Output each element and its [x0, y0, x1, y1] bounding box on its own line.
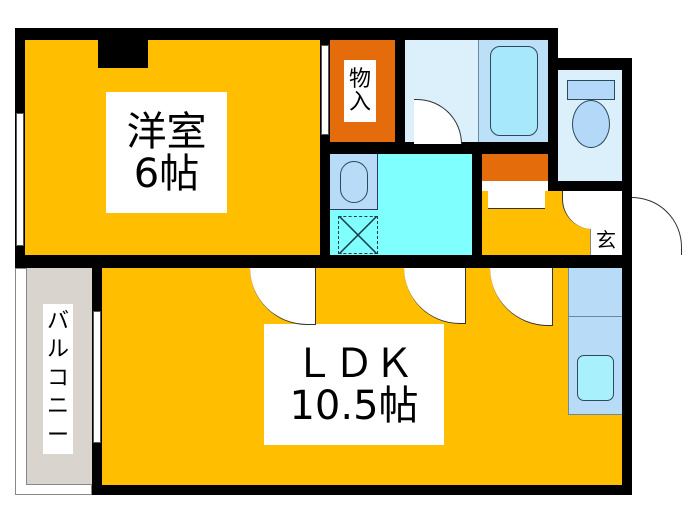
balcony-label: バ ル コ ニ ー [43, 304, 73, 454]
ldk-label: ＬＤＫ 10.5帖 [264, 324, 444, 445]
wall-right-toilet [622, 58, 632, 493]
washroom-door-swing[interactable] [404, 268, 466, 324]
balcony-char-1: バ [46, 308, 69, 334]
bathtub [490, 46, 538, 136]
wall-top-main [15, 28, 558, 40]
wall-bath-right [548, 28, 558, 193]
front-door-swing[interactable] [632, 197, 682, 255]
wall-toilet-bottom [548, 181, 632, 191]
shoe-closet-doors[interactable] [488, 181, 545, 209]
western-room-window [16, 113, 24, 246]
balcony-char-5: ー [46, 422, 69, 448]
ldk-size: 10.5帖 [289, 382, 419, 429]
western-room-side-window [321, 45, 329, 135]
closet-pillar [98, 40, 148, 68]
storage-label-line1: 物 [348, 66, 371, 92]
kitchen-counter-divider [568, 316, 622, 317]
storage-label-line2: 入 [348, 90, 371, 115]
washbasin [340, 161, 368, 203]
balcony-char-2: ル [46, 337, 69, 363]
wall-storage-right [395, 28, 405, 153]
toilet-tank [567, 80, 615, 100]
western-room-size: 6帖 [133, 150, 200, 197]
toilet-bowl [572, 100, 610, 148]
kitchen-sink [577, 355, 614, 401]
shoe-closet [482, 154, 548, 181]
western-room-name: 洋室 [126, 108, 207, 155]
entrance-name: 玄 [596, 227, 616, 252]
washing-machine-space [338, 216, 378, 254]
ldk-name: ＬＤＫ [294, 340, 414, 387]
wall-bottom-ldk [92, 485, 632, 495]
balcony-char-4: ニ [46, 394, 69, 420]
balcony-char-3: コ [46, 365, 69, 391]
wall-top-toilet [548, 58, 630, 70]
wall-wash-right [472, 142, 482, 267]
entrance-label: 玄 [593, 226, 619, 254]
wall-bath-bottom [320, 142, 560, 154]
storage-label: 物 入 [344, 60, 376, 122]
balcony-sliding-door[interactable] [93, 311, 101, 443]
western-room-label: 洋室 6帖 [106, 92, 227, 213]
